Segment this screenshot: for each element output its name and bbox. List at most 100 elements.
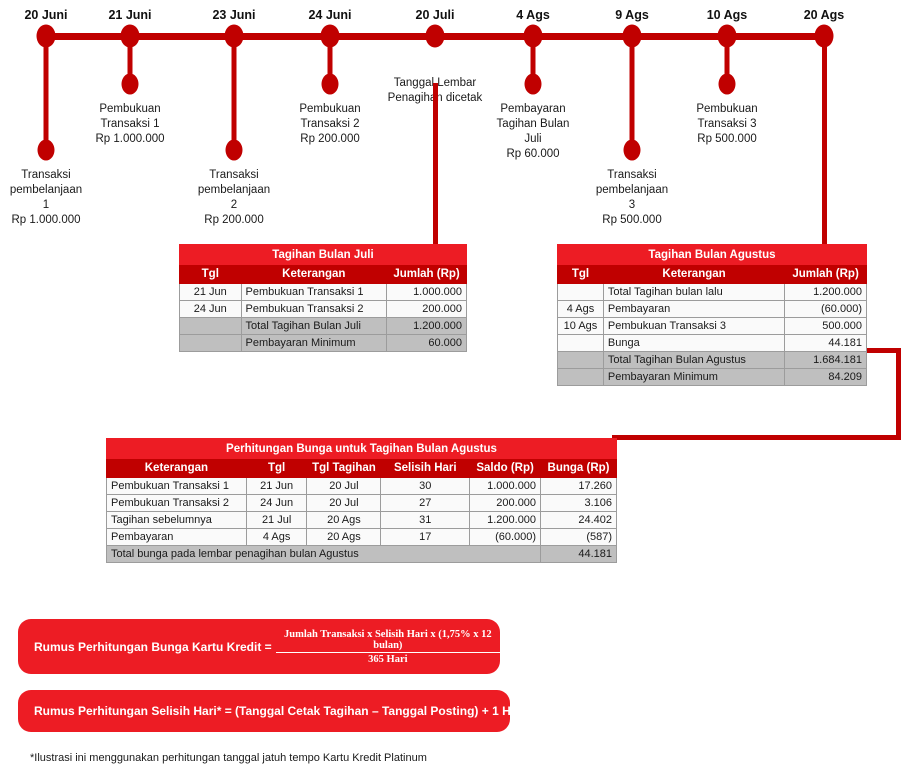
cell-tgl: 4 Ags — [557, 300, 604, 318]
perhitungan-bunga-header-cell: Tgl — [245, 458, 308, 478]
timeline-event-label-line: 3 — [628, 199, 636, 211]
timeline-event-dot[interactable] — [37, 139, 55, 161]
cell-keterangan: Pembayaran — [106, 528, 247, 546]
cell-tgl — [557, 351, 604, 369]
timeline-date-label: 10 Ags — [706, 8, 748, 22]
timeline-stem — [127, 36, 133, 84]
cell-selisih-hari: 17 — [380, 528, 471, 546]
timeline-date-label: 24 Juni — [308, 8, 352, 22]
timeline-date-label: 9 Ags — [615, 8, 649, 22]
perhitungan-bunga-header-cell: Bunga (Rp) — [540, 458, 617, 478]
timeline-event-label-line: 1 — [42, 199, 50, 211]
cell-tgl-tagihan: 20 Ags — [306, 511, 382, 529]
cell-saldo: 1.000.000 — [469, 477, 542, 495]
cell-jumlah: 1.684.181 — [784, 351, 867, 369]
connector-bunga-horizontal-top — [866, 348, 901, 353]
timeline-event-label-line: pembelanjaan — [9, 184, 83, 196]
tagihan-agustus-title-row: Tagihan Bulan Agustus — [557, 244, 867, 265]
timeline-stem — [327, 36, 333, 84]
timeline-date-label: 20 Ags — [803, 8, 845, 22]
cell-tgl: 10 Ags — [557, 317, 604, 335]
timeline-stem — [231, 36, 237, 150]
cell-keterangan: Total Tagihan bulan lalu — [602, 283, 786, 301]
connector-bunga-horizontal-bottom — [612, 435, 901, 440]
timeline-event-label-line: Transaksi 1 — [100, 118, 160, 130]
timeline-date-label: 23 Juni — [212, 8, 256, 22]
cell-saldo: (60.000) — [469, 528, 542, 546]
timeline-event-label-line: Tagihan Bulan — [496, 118, 570, 130]
cell-total-value: 44.181 — [540, 545, 617, 563]
cell-jumlah: 60.000 — [386, 334, 467, 352]
connector-bunga-vertical — [896, 348, 901, 440]
timeline-date-label: 20 Juni — [24, 8, 68, 22]
timeline-stem — [724, 36, 730, 84]
timeline-event-label-line: Rp 500.000 — [602, 214, 662, 226]
timeline-event-label-line: Pembukuan — [696, 103, 758, 115]
cell-jumlah: 200.000 — [386, 300, 467, 318]
tagihan-juli-header-cell: Tgl — [179, 264, 242, 284]
timeline-event-dot[interactable] — [225, 139, 243, 161]
formula-selisih-label: Rumus Perhitungan Selisih Hari* = (Tangg… — [34, 704, 526, 718]
formula-bunga-kartu-kredit: Rumus Perhitungan Bunga Kartu Kredit = J… — [18, 619, 500, 674]
timeline-event-label-line: Transaksi — [607, 169, 657, 181]
connector-agustus-vertical — [822, 36, 827, 245]
cell-saldo: 200.000 — [469, 494, 542, 512]
timeline-stem — [629, 36, 635, 150]
cell-keterangan: Pembayaran — [602, 300, 786, 318]
timeline-event-dot[interactable] — [121, 73, 139, 95]
perhitungan-bunga-header-cell: Selisih Hari — [380, 458, 471, 478]
timeline-event-label-line: Rp 60.000 — [506, 148, 560, 160]
timeline-event-label-line: Transaksi — [209, 169, 259, 181]
timeline-event-dot[interactable] — [321, 73, 339, 95]
timeline-event-label-line: Transaksi 3 — [697, 118, 757, 130]
cell-keterangan: Total Tagihan Bulan Agustus — [602, 351, 786, 369]
cell-tgl-tagihan: 20 Jul — [306, 494, 382, 512]
timeline-stem — [530, 36, 536, 84]
cell-keterangan: Pembukuan Transaksi 2 — [240, 300, 388, 318]
cell-jumlah: 1.000.000 — [386, 283, 467, 301]
timeline-event-dot[interactable] — [524, 73, 542, 95]
cell-tgl: 21 Jun — [179, 283, 242, 301]
cell-keterangan: Total Tagihan Bulan Juli — [240, 317, 388, 335]
cell-keterangan: Pembayaran Minimum — [602, 368, 786, 386]
timeline-date-label: 4 Ags — [516, 8, 550, 22]
table-perhitungan-bunga: Perhitungan Bunga untuk Tagihan Bulan Ag… — [105, 438, 617, 563]
cell-selisih-hari: 27 — [380, 494, 471, 512]
timeline-event-dot[interactable] — [718, 73, 736, 95]
timeline-event-label-line: Transaksi — [21, 169, 71, 181]
cell-selisih-hari: 30 — [380, 477, 471, 495]
perhitungan-bunga-header-cell: Saldo (Rp) — [469, 458, 542, 478]
cell-bunga: 24.402 — [540, 511, 617, 529]
timeline-marker-dot[interactable] — [425, 24, 445, 48]
timeline-event-dot[interactable] — [623, 139, 641, 161]
timeline-event-label-line: 2 — [230, 199, 238, 211]
footnote-text: *Ilustrasi ini menggunakan perhitungan t… — [30, 752, 427, 764]
timeline-event-label-line: Rp 1.000.000 — [95, 133, 165, 145]
cell-keterangan: Pembukuan Transaksi 1 — [240, 283, 388, 301]
cell-tgl — [557, 283, 604, 301]
cell-keterangan: Pembukuan Transaksi 3 — [602, 317, 786, 335]
cell-tgl: 24 Jun — [245, 494, 308, 512]
tagihan-agustus-header-cell: Jumlah (Rp) — [784, 264, 867, 284]
cell-jumlah: 44.181 — [784, 334, 867, 352]
timeline-event-label-line: Rp 1.000.000 — [11, 214, 81, 226]
cell-tgl: 4 Ags — [245, 528, 308, 546]
perhitungan-bunga-title-row: Perhitungan Bunga untuk Tagihan Bulan Ag… — [106, 438, 617, 459]
cell-keterangan: Pembukuan Transaksi 2 — [106, 494, 247, 512]
cell-keterangan: Pembukuan Transaksi 1 — [106, 477, 247, 495]
timeline-date-label: 20 Juli — [415, 8, 455, 22]
cell-tgl: 24 Jun — [179, 300, 242, 318]
